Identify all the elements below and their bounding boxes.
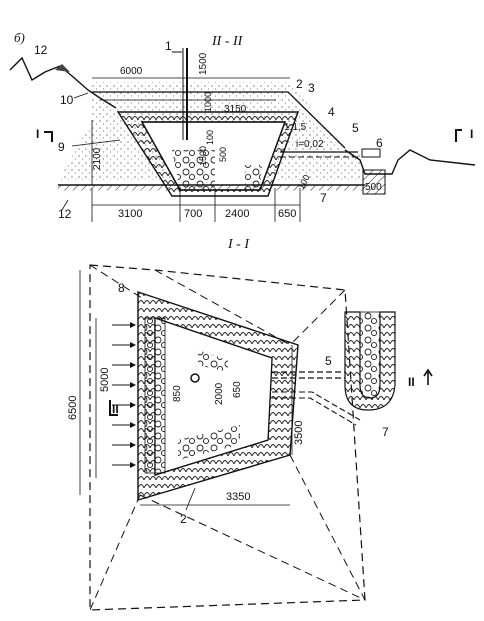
dim-2400: 2400 bbox=[225, 208, 249, 220]
dim-700: 700 bbox=[184, 208, 202, 220]
dim-1500-inner: 1500 bbox=[198, 146, 208, 166]
dim-100: 100 bbox=[205, 130, 215, 145]
drain-well bbox=[362, 169, 386, 195]
corner-line-r bbox=[289, 289, 346, 346]
callout-12: 12 bbox=[58, 207, 72, 221]
corner-line-br bbox=[289, 454, 366, 601]
u-well-fill bbox=[359, 311, 381, 399]
dim-2100: 2100 bbox=[92, 147, 103, 170]
callout-1: 1 bbox=[165, 39, 172, 53]
pipe-outlet bbox=[361, 148, 381, 158]
callout-11: 12 bbox=[34, 43, 48, 57]
soil-mound bbox=[55, 64, 70, 72]
dim-650: 650 bbox=[278, 208, 296, 220]
callout-2-plan: 2 bbox=[180, 512, 187, 526]
vent-pipe-plan bbox=[190, 373, 200, 383]
callout-7: 7 bbox=[320, 191, 327, 205]
leader-2-plan bbox=[185, 487, 196, 511]
callout-9: 9 bbox=[58, 140, 65, 154]
slope-label: 1:1,5 bbox=[284, 122, 307, 133]
dim-500-inner: 500 bbox=[218, 147, 228, 162]
callout-5-plan: 5 bbox=[325, 354, 332, 368]
corner-line-bl bbox=[89, 494, 141, 611]
stone-floor-bottom bbox=[178, 425, 240, 460]
fill-top-surface bbox=[92, 91, 346, 149]
dim-850: 850 bbox=[172, 385, 183, 402]
callout-3: 3 bbox=[308, 81, 315, 95]
dim-3100: 3100 bbox=[118, 208, 142, 220]
stone-column bbox=[144, 317, 166, 474]
leader-9 bbox=[71, 139, 121, 147]
dim-1000: 1000 bbox=[203, 92, 213, 112]
callout-8: 8 bbox=[118, 281, 125, 295]
dim-3350: 3350 bbox=[226, 491, 250, 503]
callout-10: 10 bbox=[60, 93, 74, 107]
drain-pipe-plan-a bbox=[272, 391, 361, 421]
stone-floor-top bbox=[198, 350, 228, 372]
title-section-1-1: I - I bbox=[227, 237, 250, 252]
callout-5: 5 bbox=[352, 121, 359, 135]
leader-12 bbox=[61, 199, 69, 211]
leader-10 bbox=[73, 92, 89, 99]
stone-fill-left bbox=[172, 150, 215, 190]
callout-4: 4 bbox=[328, 105, 335, 119]
title-section-2-2: II - II bbox=[211, 34, 244, 49]
callout-6: 6 bbox=[376, 136, 383, 150]
section-2-2-view: б) II - II 1 2100 60 bbox=[9, 30, 476, 222]
marker-sec2-right: II bbox=[408, 375, 415, 389]
marker-sec2-left: II bbox=[112, 402, 119, 416]
marker-sec1-right: I bbox=[470, 127, 473, 141]
marker-sec1-left-arrow bbox=[44, 131, 53, 142]
drain-pipe-plan-b bbox=[272, 397, 357, 426]
section-1-1-view: I - I bbox=[67, 237, 433, 611]
marker-sec1-left: I bbox=[36, 127, 39, 141]
corner-line-tl bbox=[89, 264, 146, 301]
corner-line-b bbox=[139, 494, 366, 601]
gradient-label: i=0,02 bbox=[296, 139, 324, 150]
ground-line-right bbox=[344, 149, 476, 175]
marker-sec2-left-arrow bbox=[109, 400, 118, 416]
dim-3150: 3150 bbox=[224, 104, 247, 115]
dim-6500: 6500 bbox=[67, 396, 79, 420]
dim-5000: 5000 bbox=[99, 368, 111, 392]
marker-sec1-right-arrow bbox=[455, 129, 462, 142]
stone-fill-right bbox=[245, 165, 262, 190]
dim-3500: 3500 bbox=[293, 421, 305, 445]
dim-2000: 2000 bbox=[214, 382, 225, 405]
dim-1500-top: 1500 bbox=[198, 52, 209, 75]
dim-6000: 6000 bbox=[120, 66, 143, 77]
marker-sec2-right-arrow bbox=[423, 368, 433, 385]
inflow-arrows bbox=[112, 322, 136, 468]
callout-2: 2 bbox=[296, 77, 303, 91]
dim-650: 650 bbox=[232, 381, 243, 398]
dim-500-well: 500 bbox=[365, 182, 382, 193]
callout-7-plan: 7 bbox=[382, 425, 389, 439]
label-b: б) bbox=[14, 30, 25, 45]
